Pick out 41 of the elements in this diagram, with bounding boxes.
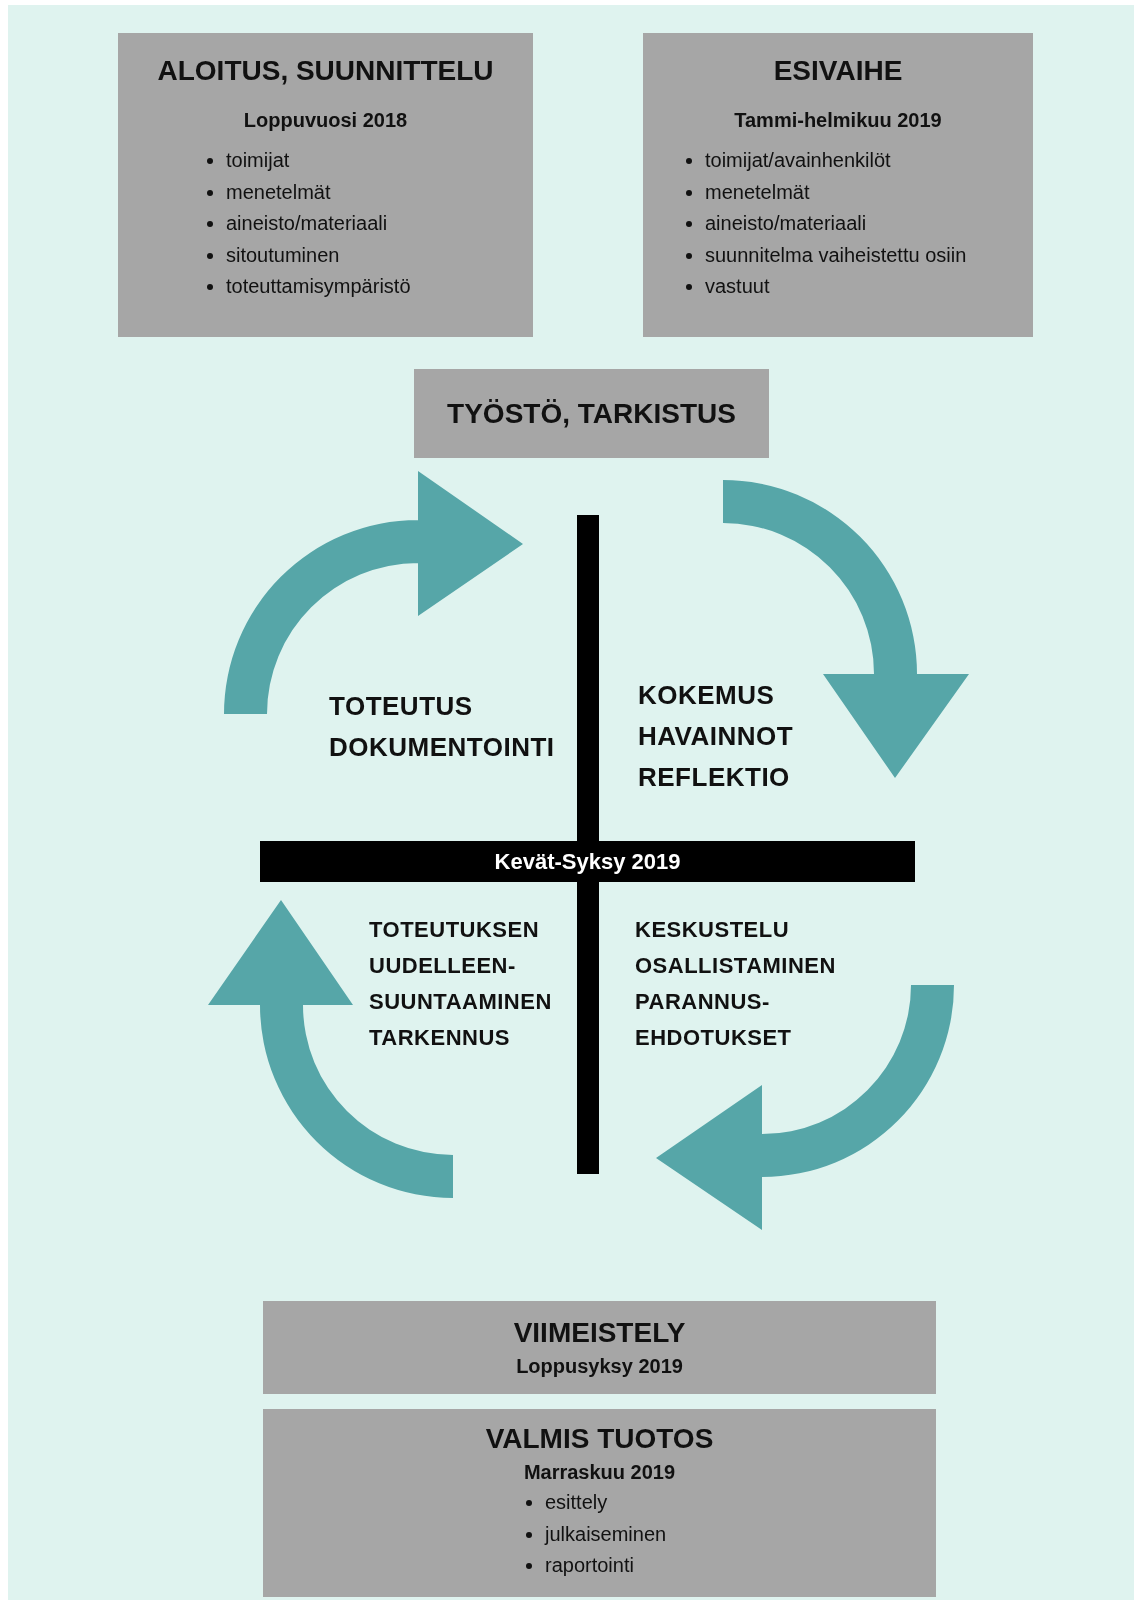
bullet-item: esittely xyxy=(545,1491,608,1513)
quadrant-label: PARANNUS- xyxy=(635,988,770,1016)
bullet-item: toimijat/avainhenkilöt xyxy=(705,149,891,171)
quadrant-label: HAVAINNOT xyxy=(638,720,794,753)
bullet-item: julkaiseminen xyxy=(545,1522,667,1545)
quadrant-label: KESKUSTELU xyxy=(635,916,790,944)
phase-box xyxy=(263,1301,936,1394)
phase-title: TYÖSTÖ, TARKISTUS xyxy=(447,396,736,431)
quadrant-label: TOTEUTUKSEN xyxy=(369,916,540,944)
quadrant-label: SUUNTAAMINEN xyxy=(369,988,552,1016)
bullet-item: toteuttamisympäristö xyxy=(226,275,411,298)
phase-title: ESIVAIHE xyxy=(773,54,903,88)
bullet-item: menetelmät xyxy=(226,180,331,203)
quadrant-label: EHDOTUKSET xyxy=(635,1024,792,1052)
bullet-item: aineisto/materiaali xyxy=(226,212,388,235)
bullet-item: aineisto/materiaali xyxy=(705,212,867,235)
phase-box xyxy=(414,369,769,458)
bar-label: Kevät-Syksy 2019 xyxy=(494,848,681,875)
quadrant-label: TARKENNUS xyxy=(369,1024,510,1052)
bullet-item: vastuut xyxy=(705,275,770,298)
quadrant-label: KOKEMUS xyxy=(638,679,775,712)
bullet-item: sitoutuminen xyxy=(226,243,340,266)
quadrant-label: REFLEKTIO xyxy=(638,761,790,794)
phase-title: VIIMEISTELY xyxy=(513,1316,686,1350)
bullet-item: suunnitelma vaiheistettu osiin xyxy=(705,243,967,266)
bullet-item: raportointi xyxy=(545,1554,634,1577)
phase-box xyxy=(263,1409,936,1597)
quadrant-label: OSALLISTAMINEN xyxy=(635,952,836,980)
phase-date: Marraskuu 2019 xyxy=(523,1460,676,1485)
bullet-item: toimijat xyxy=(226,149,290,171)
quadrant-label: DOKUMENTOINTI xyxy=(329,731,555,764)
phase-date: Loppuvuosi 2018 xyxy=(243,108,408,133)
bullet-item: menetelmät xyxy=(705,180,810,203)
phase-box xyxy=(643,33,1033,337)
phase-date: Loppusyksy 2019 xyxy=(516,1354,683,1379)
phase-title: ALOITUS, SUUNNITTELU xyxy=(157,54,494,88)
quadrant-label: UUDELLEEN- xyxy=(369,952,516,980)
phase-title: VALMIS TUOTOS xyxy=(485,1422,714,1456)
phase-date: Tammi-helmikuu 2019 xyxy=(734,108,942,133)
phase-box xyxy=(118,33,533,337)
quadrant-label: TOTEUTUS xyxy=(329,690,473,723)
